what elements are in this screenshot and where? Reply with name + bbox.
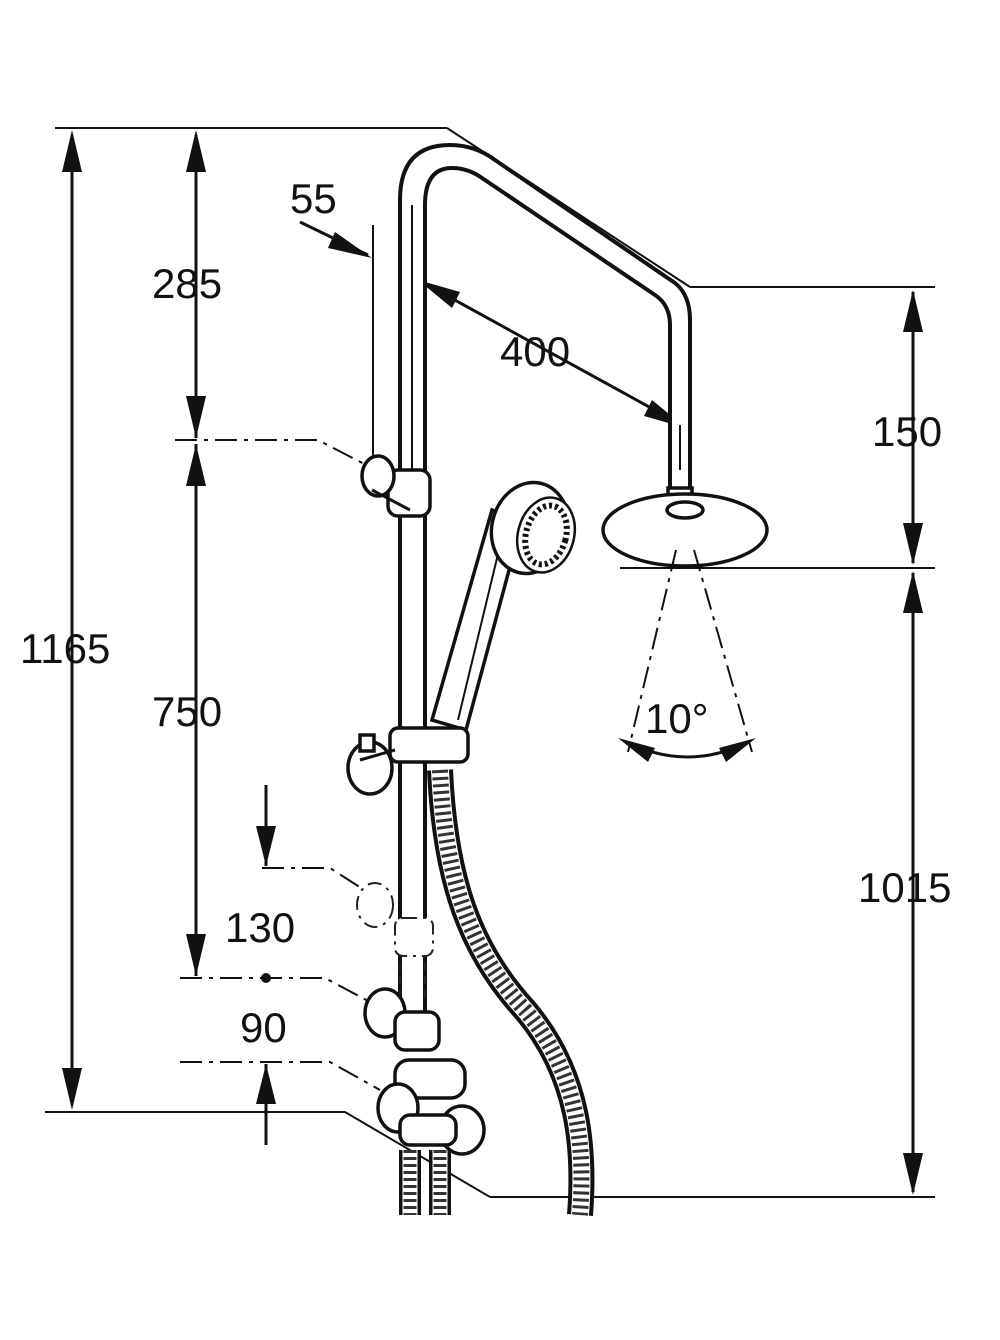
hand-shower	[429, 480, 577, 733]
dim-label-90: 90	[240, 1004, 287, 1051]
shower-hose	[399, 769, 595, 1216]
arrow-right	[328, 232, 372, 258]
dim-label-130: 130	[225, 904, 295, 951]
arrow-up	[903, 571, 923, 613]
slider-reference-dot	[261, 973, 271, 983]
overhead-shower-head	[601, 486, 769, 762]
dim-label-150: 150	[872, 408, 942, 455]
arrow-down	[903, 1153, 923, 1195]
dim-label-55: 55	[290, 175, 337, 222]
slider-ghost-centerline	[262, 867, 373, 896]
dim-label-750: 750	[152, 688, 222, 735]
dim-label-total-height: 1165	[20, 625, 110, 672]
arrow-down	[62, 1068, 82, 1110]
dim-label-400: 400	[500, 328, 570, 375]
lower-wall-bracket	[363, 987, 441, 1052]
arrow-down	[186, 934, 206, 976]
slider-holder	[346, 726, 470, 796]
arrow-left	[618, 738, 655, 762]
arrow-down	[186, 396, 206, 438]
dimension-labels: 1165 285 750 130 90 55 400 150 1015 10°	[20, 175, 951, 1051]
arrow-left	[418, 280, 460, 308]
arrow-up	[62, 130, 82, 172]
upper-wall-bracket	[360, 454, 432, 518]
riser-pipe	[398, 143, 692, 1032]
slider-ghost-position	[356, 882, 434, 1000]
dim-label-1015: 1015	[858, 864, 951, 911]
arrow-up	[903, 290, 923, 332]
arrow-up	[256, 1064, 276, 1104]
diverter-valve	[376, 1058, 486, 1156]
dimension-lines	[62, 130, 923, 1195]
valve-centerline	[180, 1061, 381, 1091]
spray-cone-right	[693, 549, 753, 753]
lower-bracket-centerline	[180, 977, 371, 1003]
arrow-down	[256, 826, 276, 866]
arrow-right	[719, 738, 756, 762]
arrow-up	[186, 444, 206, 486]
dim-label-285: 285	[152, 260, 222, 307]
dim-label-spray-angle: 10°	[645, 695, 709, 742]
arrow-up	[186, 130, 206, 172]
dim-line-400	[421, 280, 683, 427]
upper-bracket-centerline	[175, 439, 373, 469]
arrow-down	[903, 523, 923, 565]
spray-cone-left	[627, 549, 677, 753]
head-ball-joint	[665, 500, 705, 520]
shower-head-plate	[601, 492, 769, 568]
